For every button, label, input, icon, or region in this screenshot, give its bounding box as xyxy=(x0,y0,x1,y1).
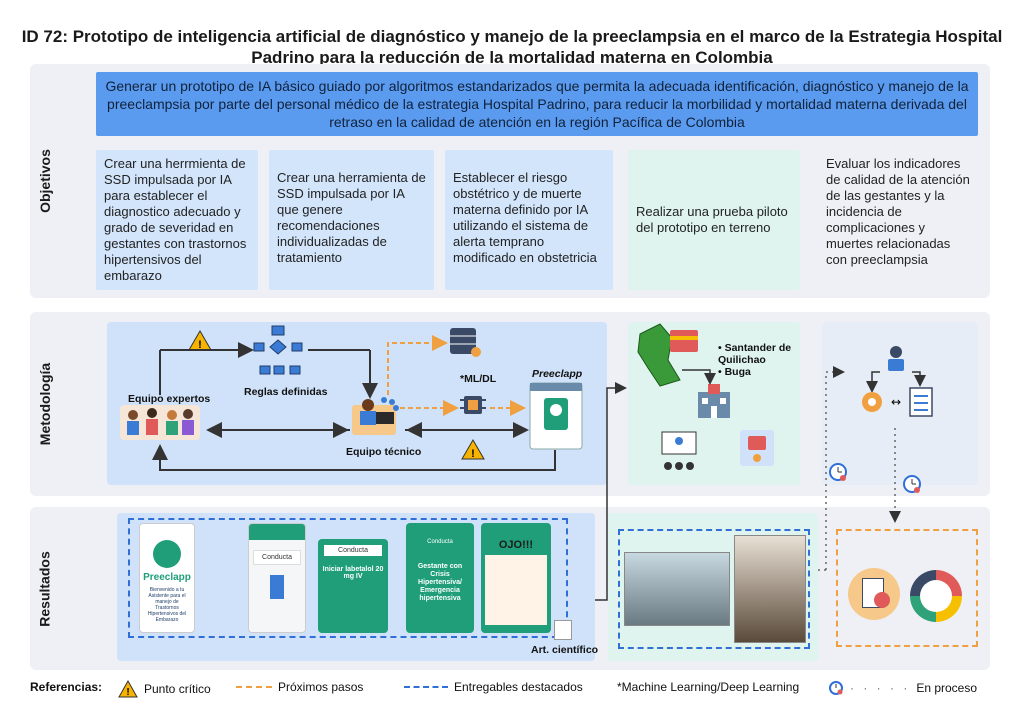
general-objective: Generar un prototipo de IA básico guiado… xyxy=(96,72,978,136)
database-icon xyxy=(450,328,481,357)
checklist-icon xyxy=(909,387,933,417)
page-title: ID 72: Prototipo de inteligencia artific… xyxy=(21,27,1003,67)
in-process-clock-icon xyxy=(903,475,921,493)
critical-point-icon: ! xyxy=(461,439,485,460)
screen3-head: Conducta xyxy=(324,545,382,556)
video-call-icon xyxy=(740,430,774,466)
medical-report-icon xyxy=(848,568,900,620)
legend-critical: ! Punto crítico xyxy=(118,680,211,698)
app-screen-4: Conducta Gestante con Crisis Hipertensiv… xyxy=(406,523,474,633)
article-label: Art. científico xyxy=(531,644,599,656)
gear-icon xyxy=(862,392,882,412)
screen2-head: Conducta xyxy=(253,550,301,565)
legend-mldl: *Machine Learning/Deep Learning xyxy=(617,680,800,694)
pilot-deliverables-frame xyxy=(618,529,810,649)
svg-text:!: ! xyxy=(471,448,475,460)
screen5-head: OJO!!! xyxy=(498,539,534,551)
pilot-photo-2 xyxy=(734,535,806,643)
objective-5: Evaluar los indicadores de calidad de la… xyxy=(818,150,978,290)
legend-title: Referencias: xyxy=(30,680,103,694)
app-logo-icon xyxy=(153,540,181,568)
person-icon xyxy=(888,346,904,371)
critical-point-icon: ! xyxy=(188,330,212,351)
tech-team-icon xyxy=(352,397,399,435)
deliverables-frame xyxy=(128,518,568,638)
screen4-head: Conducta xyxy=(427,539,453,545)
legend-in-process: · · · · · En proceso xyxy=(828,680,977,696)
screen3-body: Iniciar labetalol 20 mg IV xyxy=(322,566,384,580)
site-buga: • Buga xyxy=(718,366,751,378)
pilot-photo-1 xyxy=(624,552,730,626)
app-screen-2: Conducta xyxy=(248,523,306,633)
chip-icon xyxy=(460,396,486,414)
site-santander: • Santander de Quilichao xyxy=(718,342,792,366)
article-icon xyxy=(554,620,572,640)
mldl-label: *ML/DL xyxy=(460,373,497,385)
svg-text:↔: ↔ xyxy=(891,395,901,409)
screen4-body: Gestante con Crisis Hipertensiva/ Emerge… xyxy=(417,563,463,602)
objective-4: Realizar una prueba piloto del prototipo… xyxy=(628,150,800,290)
next-steps-frame xyxy=(836,529,978,647)
legend-next-steps: Próximos pasos xyxy=(236,680,363,694)
experts-label: Equipo expertos xyxy=(128,393,211,405)
legend-deliverables: Entregables destacados xyxy=(404,680,583,694)
svg-text:!: ! xyxy=(198,339,202,351)
in-process-clock-icon xyxy=(829,463,847,481)
location-card-icon xyxy=(670,330,698,352)
hospital-icon xyxy=(698,384,730,418)
app-splash-screen: Preeclapp Bienvenido a tu Asistente para… xyxy=(139,523,195,633)
flowchart-icon xyxy=(253,325,303,375)
gauge-icon xyxy=(910,570,962,622)
clock-icon xyxy=(829,681,843,695)
app-screen-5: OJO!!! xyxy=(481,523,551,633)
splash-title: Preeclapp xyxy=(143,572,191,583)
presentation-icon xyxy=(661,431,697,470)
tech-team-label: Equipo técnico xyxy=(346,446,422,458)
rules-label: Reglas definidas xyxy=(244,386,328,398)
svg-text:!: ! xyxy=(126,687,129,698)
warning-icon: ! xyxy=(118,680,138,698)
colombia-map-icon xyxy=(637,323,681,387)
experts-illustration xyxy=(120,405,200,440)
app-label: Preeclapp xyxy=(532,368,583,380)
app-screen-3: Conducta Iniciar labetalol 20 mg IV xyxy=(318,539,388,633)
objective-2: Crear una herramienta de SSD impulsada p… xyxy=(269,150,434,290)
splash-subtitle: Bienvenido a tu Asistente para el manejo… xyxy=(147,587,187,623)
objective-1: Crear una herrmienta de SSD impulsada po… xyxy=(96,150,258,290)
preeclapp-window-icon xyxy=(529,382,583,450)
objective-3: Establecer el riesgo obstétrico y de mue… xyxy=(445,150,613,290)
